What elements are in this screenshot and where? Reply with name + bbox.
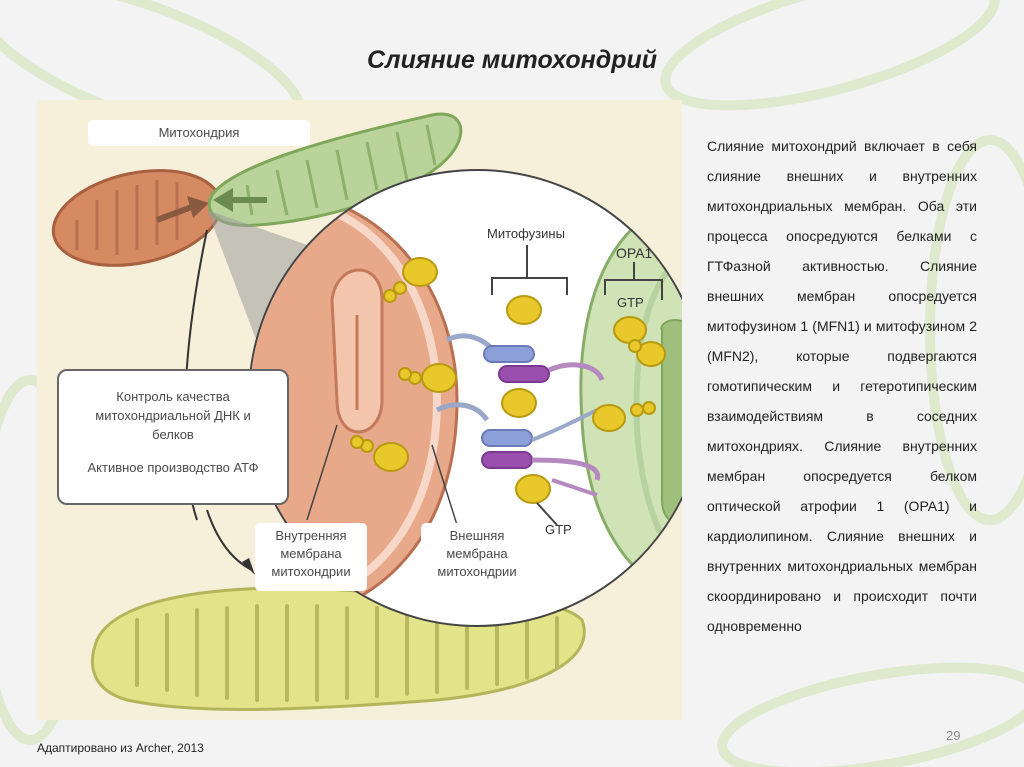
gtp-molecules [350, 257, 666, 504]
qc-line-1: Контроль качества [116, 389, 230, 404]
inner-membrane-line-1: Внутренняя [275, 528, 347, 543]
quality-control-box: Контроль качества митохондриальной ДНК и… [57, 369, 289, 505]
opa1-label: OPA1 [616, 245, 653, 261]
inner-membrane-line-2: мембрана [280, 546, 342, 561]
outer-membrane-label: Внешняя мембрана митохондрии [421, 523, 533, 591]
red-mitochondrion [51, 169, 223, 267]
mitochondrion-label: Митохондрия [88, 120, 310, 146]
gtp-upper-label: GTP [617, 295, 644, 310]
source-credit: Адаптировано из Archer, 2013 [37, 741, 204, 755]
fusion-figure: Митофузины OPA1 GTP GTP Митохондрия Конт… [37, 100, 682, 720]
outer-membrane-line-2: мембрана [446, 546, 508, 561]
mitochondrion-text: Митохондрия [158, 125, 240, 140]
zoom-circle [248, 169, 682, 627]
qc-line-2: митохондриальной ДНК и [95, 408, 251, 423]
page-number: 29 [946, 728, 961, 743]
gtp-lower-label: GTP [545, 522, 572, 537]
description-text: Слияние митохондрий включает в себя слия… [707, 138, 977, 634]
atp-production-text: Активное производство АТФ [87, 460, 259, 475]
green-mitochondrion [207, 112, 463, 227]
mitofusin-complexes [435, 333, 605, 497]
inner-membrane-line-3: митохондрии [271, 564, 351, 579]
inner-membrane-label: Внутренняя мембрана митохондрии [255, 523, 367, 591]
outer-membrane-line-3: митохондрии [437, 564, 517, 579]
slide-title: Слияние митохондрий [366, 46, 658, 74]
outer-membrane-line-1: Внешняя [449, 528, 505, 543]
fusion-diagram: Митофузины OPA1 GTP GTP [51, 112, 682, 711]
qc-line-3: белков [152, 427, 194, 442]
mitofusins-label: Митофузины [487, 226, 565, 241]
